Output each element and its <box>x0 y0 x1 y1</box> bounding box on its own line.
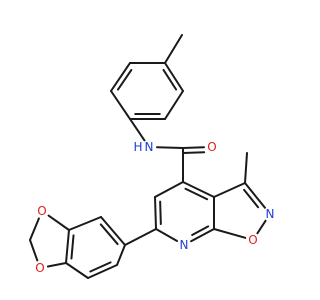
bond-inner-c4-c3a <box>184 187 209 201</box>
atom-amide_n: NH <box>133 140 156 154</box>
bond-bd_c3-bd_o1 <box>47 214 70 231</box>
atom-bd_o2: O <box>33 261 47 275</box>
bond-inner-tolyl_c1-tolyl_c2 <box>162 68 178 91</box>
atom-label-o1: O <box>248 233 257 247</box>
bond-bd_c6-bd_c1 <box>116 244 126 266</box>
bond-c4-c3a <box>182 181 215 198</box>
atom-label-n2: N <box>266 207 275 221</box>
atom-label-bd_o1: O <box>37 204 46 218</box>
bond-bd_c4-bd_c5 <box>65 262 89 279</box>
bond-o1-c7a <box>213 228 247 239</box>
bond-tolyl_c2-tolyl_c3 <box>164 90 184 120</box>
atom-label-amide_n: N <box>145 140 154 154</box>
bond-c3a-c3 <box>213 182 246 198</box>
bond-inner-c6-c5 <box>159 200 162 226</box>
atom-label-bd_o2: O <box>35 261 44 275</box>
atom-label-amide_o: O <box>207 140 216 154</box>
bond-bd_c1-bd_c2 <box>100 216 126 246</box>
bond-c3-n2 <box>244 182 266 209</box>
atom-bd_o1: O <box>35 204 49 218</box>
bond-inner-c7a-n7 <box>191 225 210 236</box>
bond-bd_ch2-bd_o2 <box>29 239 39 262</box>
bond-c7a-n7 <box>190 228 215 243</box>
bond-n2-o1 <box>256 219 267 235</box>
atom-n2: N <box>263 207 277 221</box>
bond-inner-c3-n2 <box>243 188 260 209</box>
atom-n7: N <box>177 238 191 252</box>
bond-c6-c5 <box>154 196 157 230</box>
bond-c3-methyl2 <box>244 152 248 184</box>
bond-amide_n-amide_c <box>155 146 184 149</box>
bond-methyl1-tolyl_c1 <box>164 34 183 64</box>
bond-tolyl_c4-tolyl_c5 <box>110 90 131 120</box>
atom-h-label-amide_n: H <box>133 140 142 154</box>
bond-n7-c6 <box>155 228 179 243</box>
bond-c5-c4 <box>154 181 184 198</box>
bond-inner-amide_c-amide_o <box>182 151 206 154</box>
bond-tolyl_c4-amide_n <box>129 118 146 142</box>
bond-bd_c5-bd_c6 <box>87 264 118 279</box>
bond-inner-bd_c5-bd_c6 <box>89 261 112 273</box>
bond-amide_c-amide_o <box>182 146 206 149</box>
bond-bd_o2-bd_c4 <box>46 262 67 268</box>
bond-inner-bd_c1-bd_c2 <box>99 223 119 246</box>
atom-label-n7: N <box>180 238 189 252</box>
bond-inner-bd_c3-bd_c4 <box>70 234 75 260</box>
bond-bd_c3-bd_c4 <box>65 229 70 264</box>
atom-amide_o: O <box>205 140 219 154</box>
atom-o1: O <box>246 233 260 247</box>
bond-tolyl_c1-tolyl_c2 <box>164 62 184 92</box>
bond-c6-bd_c1 <box>124 228 157 246</box>
bond-tolyl_c5-tolyl_c6 <box>110 62 131 92</box>
bond-bd_c2-bd_c3 <box>68 216 102 231</box>
bond-inner-tolyl_c5-tolyl_c6 <box>116 69 133 91</box>
bond-bd_o1-bd_ch2 <box>29 217 40 241</box>
bonds-layer <box>29 34 267 279</box>
